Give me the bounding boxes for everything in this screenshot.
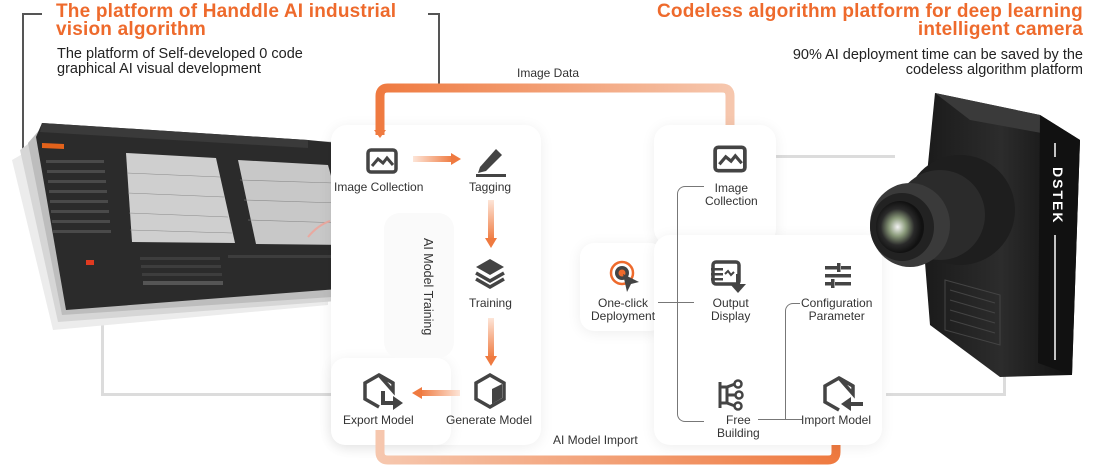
software-sidebar-rows <box>46 160 111 233</box>
line-image-to-free <box>677 186 704 422</box>
camera-image-collection-line1: Image <box>714 181 749 195</box>
output-display-line1: Output <box>712 296 749 310</box>
arrow-training-to-generate <box>485 318 497 366</box>
software-red-indicator <box>86 260 94 265</box>
intelligent-camera: DSTEK <box>870 93 1080 377</box>
left-subtitle: The platform of Self-developed 0 code gr… <box>57 47 303 77</box>
right-title-line1: Codeless algorithm platform for deep lea… <box>656 1 1083 22</box>
right-subtitle-line1: 90% AI deployment time can be saved by t… <box>792 47 1083 63</box>
software-image-panel-left <box>126 153 235 243</box>
right-title-line2: intelligent camera <box>917 19 1083 40</box>
free-building-icon <box>718 379 744 411</box>
camera-image-collection-icon <box>713 145 747 173</box>
arrow-tagging-to-training <box>485 200 497 248</box>
config-line1: Configuration <box>801 296 873 310</box>
ai-model-import-label: AI Model Import <box>553 433 638 447</box>
tagging-pencil-icon <box>476 149 506 177</box>
output-display-label: Output Display <box>711 297 750 323</box>
generate-model-cube-icon <box>474 373 506 409</box>
output-display-icon <box>711 260 746 293</box>
line-oneclick-to-output <box>658 302 694 303</box>
connector-camera-bottom-right <box>1003 370 1006 396</box>
software-bottom-table <box>140 255 348 285</box>
line-config-to-import <box>785 303 800 420</box>
configuration-sliders-icon <box>825 263 851 288</box>
right-title: Codeless algorithm platform for deep lea… <box>656 1 1083 40</box>
camera-card-left <box>580 243 664 331</box>
tagging-label: Tagging <box>469 180 512 194</box>
import-model-icon <box>823 376 863 412</box>
software-toolbar <box>40 123 308 148</box>
free-building-line1: Free <box>726 413 751 427</box>
free-building-label: Free Building <box>717 414 760 440</box>
connector-software-bottom <box>101 393 341 396</box>
left-subtitle-line1: The platform of Self-developed 0 code <box>57 46 303 62</box>
one-click-deployment-label: One-click Deployment <box>591 297 655 323</box>
training-label: Training <box>469 296 512 310</box>
export-model-icon <box>363 373 403 410</box>
free-building-line2: Building <box>717 426 760 440</box>
software-screenshot <box>12 123 364 330</box>
connector-camera-top <box>775 155 895 158</box>
camera-image-collection-label: Image Collection <box>705 182 758 208</box>
left-title-line2: vision algorithm <box>56 19 206 40</box>
output-display-line2: Display <box>711 309 751 323</box>
software-active-tab <box>42 143 64 149</box>
right-subtitle-line2: codeless algorithm platform <box>905 62 1083 78</box>
image-data-flow <box>374 83 735 138</box>
generate-model-label: Generate Model <box>446 413 533 427</box>
configuration-parameter-label: Configuration Parameter <box>801 297 872 323</box>
camera-lens-glass <box>876 201 924 253</box>
image-collection-label: Image Collection <box>334 180 424 194</box>
ai-model-training-panel <box>384 213 454 358</box>
training-layers-icon <box>475 259 505 289</box>
image-data-label: Image Data <box>517 66 580 80</box>
export-model-label: Export Model <box>343 413 414 427</box>
connector-software-left <box>101 300 104 396</box>
left-subtitle-line2: graphical AI visual development <box>57 61 261 77</box>
one-click-deployment-icon <box>609 260 639 292</box>
image-collection-icon <box>366 148 398 174</box>
left-bracket-top-left <box>22 13 42 15</box>
one-click-line1: One-click <box>598 296 649 310</box>
image-data-arrowhead <box>374 130 386 138</box>
camera-brand-text: DSTEK <box>1050 167 1066 224</box>
camera-side-panel <box>1038 115 1080 375</box>
line-free-to-import <box>758 419 802 420</box>
arrow-generate-to-export <box>412 387 460 399</box>
camera-card-main <box>654 235 882 445</box>
camera-card-top <box>654 125 776 245</box>
ai-model-training-label: AI Model Training <box>421 238 435 336</box>
left-bracket-right <box>438 13 440 84</box>
import-model-label: Import Model <box>801 413 872 427</box>
left-title-line1: The platform of Handdle AI industrial <box>56 1 397 22</box>
connector-camera-bottom <box>886 393 1006 396</box>
left-title: The platform of Handdle AI industrial vi… <box>56 1 397 40</box>
camera-image-collection-line2: Collection <box>705 194 758 208</box>
arrow-collection-to-tagging <box>413 153 461 165</box>
config-line2: Parameter <box>808 309 865 323</box>
left-bracket-left <box>22 13 24 168</box>
left-bracket-top-right <box>428 13 440 15</box>
software-defect-mark <box>307 220 331 238</box>
right-subtitle: 90% AI deployment time can be saved by t… <box>793 48 1083 78</box>
camera-heatsink <box>944 279 1001 346</box>
one-click-line2: Deployment <box>591 309 656 323</box>
